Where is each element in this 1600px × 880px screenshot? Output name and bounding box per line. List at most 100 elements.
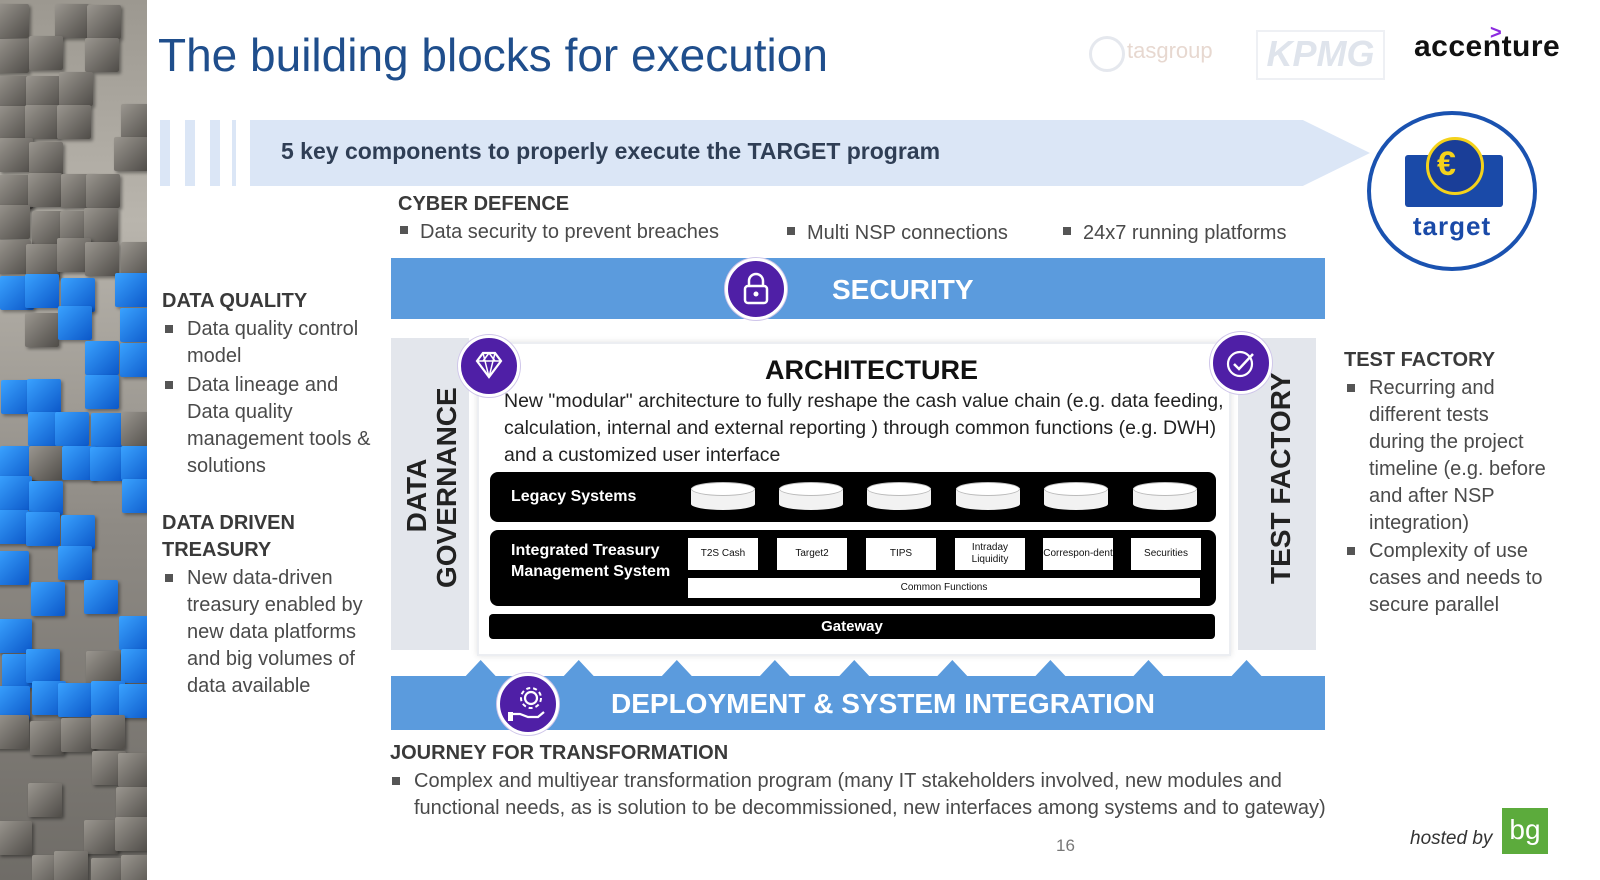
cube-shape bbox=[115, 786, 147, 821]
cube-shape bbox=[121, 478, 147, 513]
cube-shape bbox=[84, 208, 119, 243]
cube-shape bbox=[84, 340, 119, 375]
cube-shape bbox=[120, 241, 147, 276]
module-tips: TIPS bbox=[866, 538, 936, 570]
architecture-description: New "modular" architecture to fully resh… bbox=[504, 390, 1224, 466]
cube-shape bbox=[90, 857, 125, 880]
cube-shape bbox=[85, 37, 120, 72]
banner-text: 5 key components to properly execute the… bbox=[281, 138, 941, 164]
cube-shape bbox=[114, 816, 147, 851]
cube-shape bbox=[25, 104, 60, 139]
database-icon bbox=[691, 482, 755, 512]
database-icon bbox=[956, 482, 1020, 512]
cube-shape bbox=[0, 821, 32, 856]
module-target2: Target2 bbox=[777, 538, 847, 570]
cube-shape bbox=[60, 514, 95, 549]
cube-shape bbox=[86, 173, 121, 208]
list-item: Complex and multiyear transformation pro… bbox=[392, 768, 1342, 822]
cube-shape bbox=[0, 476, 32, 511]
cyber-bullet: 24x7 running platforms bbox=[1063, 220, 1286, 247]
cube-shape bbox=[27, 783, 62, 818]
database-icon bbox=[1133, 482, 1197, 512]
list-item: Data lineage and Data quality management… bbox=[165, 372, 380, 480]
bg-logo: bg bbox=[1502, 808, 1548, 854]
test-factory-label: TEST FACTORY bbox=[1265, 372, 1296, 584]
cube-shape bbox=[54, 851, 89, 880]
cube-shape bbox=[121, 648, 147, 683]
data-driven-bullets: New data-driven treasury enabled by new … bbox=[165, 565, 380, 700]
banner-stripe bbox=[210, 120, 220, 186]
cube-shape bbox=[56, 104, 91, 139]
target-logo: € target bbox=[1367, 111, 1537, 271]
cube-shape bbox=[0, 137, 33, 172]
cube-shape bbox=[54, 4, 89, 39]
database-icon bbox=[1044, 482, 1108, 512]
module-intraday-liquidity: Intraday Liquidity bbox=[955, 538, 1025, 570]
cube-shape bbox=[29, 142, 64, 177]
list-item: Complexity of use cases and needs to sec… bbox=[1347, 538, 1547, 619]
cube-shape bbox=[119, 615, 147, 650]
cube-shape bbox=[30, 721, 65, 756]
cube-shape bbox=[25, 312, 60, 347]
security-label: SECURITY bbox=[832, 274, 974, 305]
architecture-title: ARCHITECTURE bbox=[765, 355, 978, 385]
cube-shape bbox=[84, 241, 119, 276]
cube-shape bbox=[118, 684, 147, 719]
cube-shape bbox=[0, 39, 29, 74]
cube-shape bbox=[118, 752, 147, 787]
cube-shape bbox=[121, 103, 147, 138]
cube-shape bbox=[59, 72, 94, 107]
cube-shape bbox=[26, 379, 61, 414]
cube-shape bbox=[29, 446, 64, 481]
journey-bullets: Complex and multiyear transformation pro… bbox=[392, 768, 1342, 822]
cube-shape bbox=[58, 682, 93, 717]
cube-shape bbox=[27, 172, 62, 207]
cube-shape bbox=[58, 546, 93, 580]
list-item: Data quality control model bbox=[165, 316, 380, 370]
cyber-bullet: Multi NSP connections bbox=[787, 220, 1008, 247]
cube-shape bbox=[120, 307, 147, 342]
cube-shape bbox=[26, 243, 61, 278]
cube-shape bbox=[0, 714, 30, 749]
cube-shape bbox=[85, 374, 120, 409]
diamond-icon bbox=[458, 335, 520, 397]
cube-shape bbox=[121, 411, 147, 446]
lock-icon bbox=[725, 258, 787, 320]
cube-shape bbox=[0, 105, 30, 140]
gear-hand-icon bbox=[497, 673, 559, 735]
cube-shape bbox=[0, 510, 30, 545]
list-item: Recurring and different tests during the… bbox=[1347, 375, 1547, 537]
database-icon bbox=[779, 482, 843, 512]
database-icon bbox=[867, 482, 931, 512]
test-factory-heading: TEST FACTORY bbox=[1344, 349, 1496, 371]
accenture-logo: accenture> bbox=[1414, 22, 1561, 63]
deployment-label: DEPLOYMENT & SYSTEM INTEGRATION bbox=[611, 688, 1155, 719]
cube-shape bbox=[25, 75, 60, 110]
cube-shape bbox=[26, 511, 61, 546]
check-icon bbox=[1210, 332, 1272, 394]
cube-shape bbox=[60, 717, 95, 752]
cube-shape bbox=[0, 239, 32, 274]
module-securities: Securities bbox=[1131, 538, 1201, 570]
cube-shape bbox=[60, 277, 95, 312]
banner-arrow bbox=[250, 120, 1370, 186]
banner-stripe bbox=[160, 120, 170, 186]
cube-shape bbox=[84, 819, 119, 854]
cube-shape bbox=[121, 446, 147, 481]
cyber-bullet: Data security to prevent breaches bbox=[400, 219, 719, 246]
cube-shape bbox=[120, 343, 147, 378]
data-governance-pillar bbox=[391, 338, 469, 650]
cube-shape bbox=[54, 412, 89, 447]
cube-shape bbox=[0, 75, 29, 110]
cube-shape bbox=[25, 274, 60, 309]
cube-shape bbox=[0, 686, 31, 721]
test-factory-bullets: Recurring and different tests during the… bbox=[1347, 375, 1547, 619]
hosted-by-text: hosted by bbox=[1410, 828, 1493, 849]
gateway-bar: Gateway bbox=[489, 614, 1215, 639]
cyber-defence-heading: CYBER DEFENCE bbox=[398, 193, 570, 215]
cube-shape bbox=[29, 481, 64, 516]
page-title: The building blocks for execution bbox=[158, 29, 828, 81]
cube-shape bbox=[31, 581, 66, 616]
